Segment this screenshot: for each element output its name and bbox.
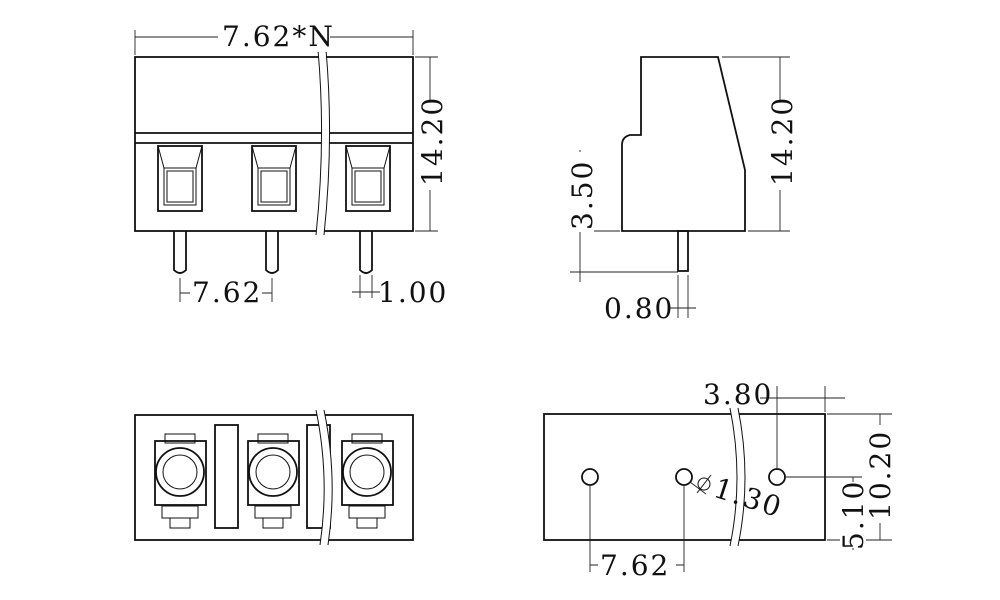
- front-screw-window: [157, 145, 203, 212]
- front-screw-window: [251, 145, 297, 212]
- bottom-view: 3.80 10.20 5.10 1.30 7.62: [543, 378, 897, 582]
- front-pin: [265, 231, 279, 274]
- side-pin: [677, 230, 689, 272]
- side-pin-width-label: 0.80: [604, 292, 674, 325]
- top-divider: [214, 424, 239, 529]
- front-pin: [359, 231, 373, 274]
- top-screw-head: [341, 433, 394, 529]
- side-height-label: 14.20: [766, 96, 799, 186]
- diameter-symbol: [697, 477, 711, 491]
- pin-hole: [581, 468, 599, 486]
- side-pin-length-label: 3.50: [566, 160, 599, 230]
- front-screw-window: [345, 145, 391, 212]
- pin-hole: [675, 468, 693, 486]
- front-pin: [173, 231, 187, 274]
- top-screw-head: [247, 433, 300, 529]
- bottom-break-line: [729, 407, 746, 547]
- bottom-pitch-label: 7.62: [600, 549, 670, 582]
- front-break-line: [315, 49, 331, 236]
- pin-hole: [768, 468, 786, 486]
- bottom-hole-diameter-label: 1.30: [710, 471, 787, 524]
- bottom-row-offset-label: 3.80: [703, 378, 773, 411]
- top-screw-head: [154, 433, 207, 529]
- side-view: 14.20 3.50 0.80: [566, 56, 799, 325]
- front-width-label: 7.62*N: [222, 20, 335, 53]
- front-pin-width-label: 1.00: [378, 276, 448, 309]
- top-view: [134, 409, 414, 546]
- bottom-depth-label: 10.20: [864, 430, 897, 520]
- top-break-line: [315, 409, 333, 546]
- front-view: 7.62*N 14.20 7.62 1.00: [134, 20, 449, 309]
- bottom-center-label: 5.10: [837, 480, 870, 550]
- front-pitch-label: 7.62: [192, 276, 262, 309]
- front-height-label: 14.20: [416, 96, 449, 186]
